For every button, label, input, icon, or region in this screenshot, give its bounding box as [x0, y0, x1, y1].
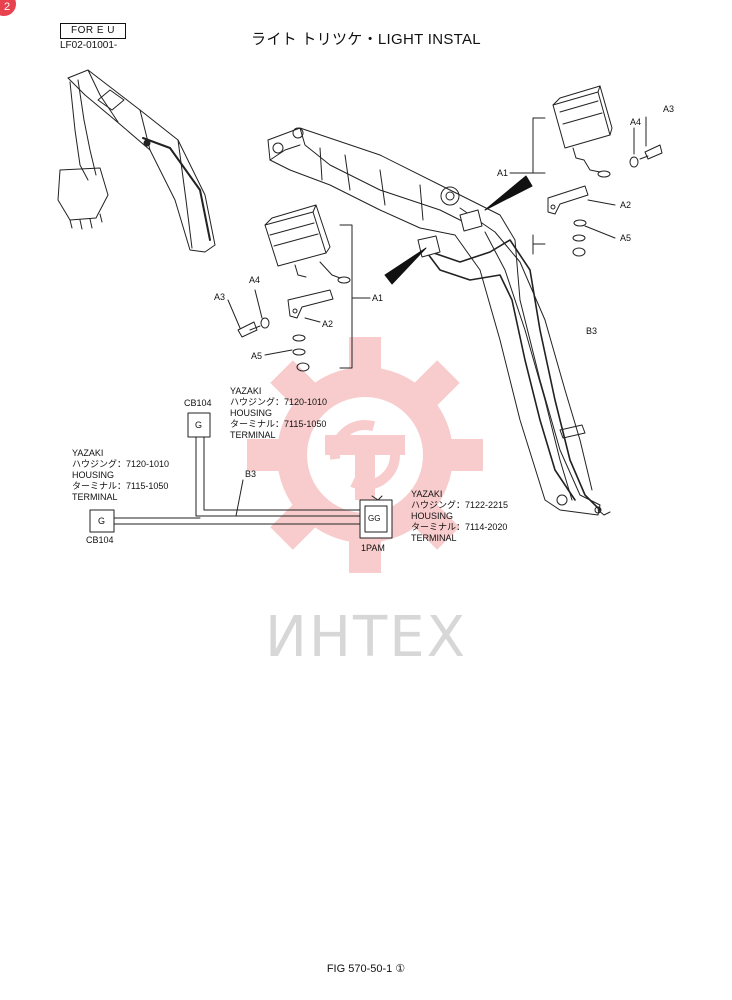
callout-a4-right: A4 [630, 117, 642, 127]
region-box: FOR E U [60, 23, 126, 39]
callout-a2-left: A2 [322, 319, 334, 329]
cb104-left-pin: G [98, 516, 106, 526]
callout-a5-left: A5 [251, 351, 263, 361]
maker: YAZAKI [72, 448, 104, 458]
light-detail-right [509, 85, 663, 257]
page-badge: 2 [0, 0, 16, 16]
terminal-jp: ターミナル：7115-1050 [230, 419, 327, 429]
connector-1pam-spec: YAZAKI ハウジング：7122-2215 HOUSING ターミナル：711… [411, 489, 508, 544]
figure-number: FIG 570-50-1 ① [326, 963, 406, 975]
housing-en: HOUSING [72, 470, 115, 480]
wiring-schematic [89, 412, 393, 539]
callout-a5-right: A5 [620, 233, 632, 243]
cb104-top-label: CB104 [184, 398, 212, 408]
maker: YAZAKI [230, 386, 262, 396]
page-title: ライト トリツケ・LIGHT INSTAL [251, 31, 481, 48]
connector-1pam-pins: GG [368, 514, 381, 523]
housing-jp: ハウジング：7120-1010 [72, 459, 170, 469]
terminal-en: TERMINAL [72, 492, 118, 502]
callout-a3-right: A3 [663, 104, 675, 114]
cb104-left-label: CB104 [86, 535, 114, 545]
serial-code: LF02-01001- [60, 40, 118, 51]
boom-drawing [267, 127, 611, 516]
excavator-overview [57, 69, 216, 253]
callout-a3-left: A3 [214, 292, 226, 302]
terminal-jp: ターミナル：7114-2020 [411, 522, 508, 532]
callout-a1-left: A1 [372, 293, 384, 303]
callout-a2-right: A2 [620, 200, 632, 210]
cb104-top-spec: YAZAKI ハウジング：7120-1010 HOUSING ターミナル：711… [230, 386, 327, 441]
callout-b3-boom: B3 [586, 326, 598, 336]
light-detail-left [227, 204, 371, 372]
cb104-left-spec: YAZAKI ハウジング：7120-1010 HOUSING ターミナル：711… [72, 448, 169, 503]
watermark-text: ИНТЕХ [265, 605, 467, 670]
maker: YAZAKI [411, 489, 443, 499]
harness-b3-label: B3 [245, 469, 257, 479]
connector-1pam-label: 1PAM [361, 543, 385, 553]
housing-jp: ハウジング：7120-1010 [230, 397, 328, 407]
housing-jp: ハウジング：7122-2215 [411, 500, 509, 510]
housing-en: HOUSING [230, 408, 273, 418]
arrow-left-detail [384, 247, 427, 285]
terminal-en: TERMINAL [411, 533, 457, 543]
terminal-en: TERMINAL [230, 430, 276, 440]
arrow-right-detail [484, 175, 533, 211]
terminal-jp: ターミナル：7115-1050 [72, 481, 169, 491]
callout-a4-left: A4 [249, 275, 261, 285]
cb104-top-pin: G [195, 420, 203, 430]
callout-a1-right: A1 [497, 168, 509, 178]
housing-en: HOUSING [411, 511, 454, 521]
